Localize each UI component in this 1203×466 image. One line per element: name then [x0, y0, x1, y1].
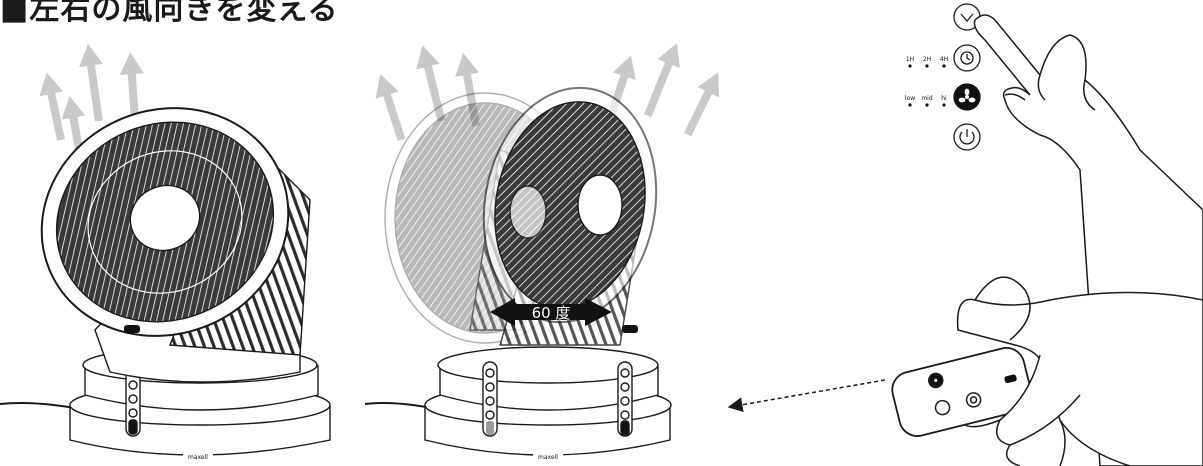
- signal-arrow: [727, 379, 886, 413]
- timer-label-4h: 4H: [940, 56, 948, 63]
- speed-label-hi: hi: [941, 95, 947, 102]
- swing-angle-label: 60 度: [532, 304, 571, 322]
- swing-angle-arrow: [490, 298, 612, 326]
- brand-label-left: maxell: [188, 454, 208, 461]
- brand-label-center: maxell: [538, 454, 558, 461]
- timer-indicators: [908, 64, 946, 68]
- fan-left: [0, 107, 331, 461]
- fan-center: [364, 86, 672, 461]
- page-title: ■左右の風向きを変える: [0, 0, 339, 27]
- timer-label-2h: 2H: [923, 56, 931, 63]
- speed-label-mid: mid: [921, 95, 933, 102]
- control-panel: [953, 3, 981, 151]
- remote-hand: [891, 276, 1203, 466]
- timer-label-1h: 1H: [906, 56, 914, 63]
- speed-label-low: low: [905, 95, 915, 102]
- wind-arrows-left: [39, 43, 144, 160]
- speed-indicators: [908, 103, 946, 107]
